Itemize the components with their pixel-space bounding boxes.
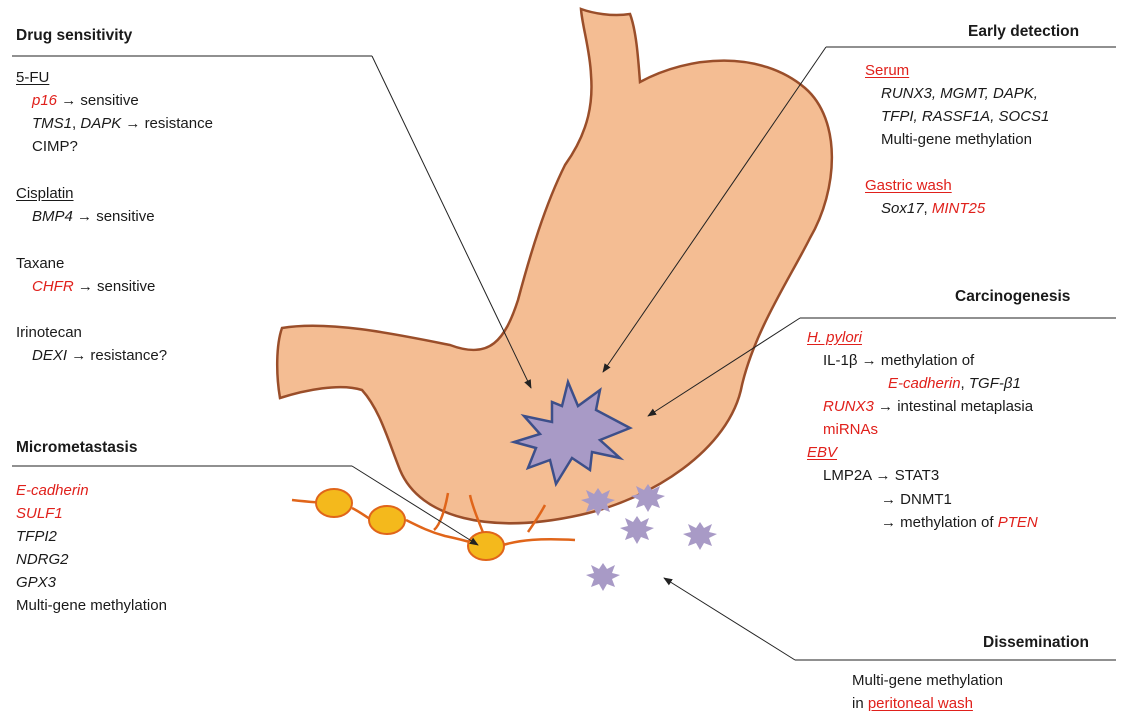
arrow-symbol: → xyxy=(125,115,141,132)
micro-gene-ndrg2: NDRG2 xyxy=(16,551,69,568)
gene-mint25: MINT25 xyxy=(931,200,986,217)
drug-cisplatin-label: Cisplatin xyxy=(16,185,74,202)
serum-multi-gene: Multi-gene methylation xyxy=(881,131,1032,148)
arrow-symbol: → xyxy=(881,491,896,508)
runx3-line: RUNX3 → intestinal metaplasia xyxy=(823,398,1034,415)
effect: sensitive xyxy=(96,208,155,225)
arrow-drug-sensitivity xyxy=(371,55,532,389)
arrow-symbol: → xyxy=(61,92,77,109)
il1b-targets: E-cadherin, TGF-β1 xyxy=(888,375,1021,392)
pten-line: → methylation of PTEN xyxy=(881,514,1038,531)
dissemination-title: Dissemination xyxy=(983,634,1089,651)
tumor-shape xyxy=(509,378,633,488)
lmp2a-line: LMP2A → STAT3 xyxy=(823,467,940,484)
hpylori-label: H. pylori xyxy=(807,329,863,346)
dnmt1-line: → DNMT1 xyxy=(881,491,952,508)
arrow-symbol: → xyxy=(77,278,93,295)
micro-gene-tfpi2: TFPI2 xyxy=(16,528,57,545)
stomach-shape xyxy=(275,7,834,525)
drug-5fu-p16-line: p16 → sensitive xyxy=(32,92,139,110)
arrow-symbol: → xyxy=(881,514,896,531)
drug-5fu-cimp: CIMP? xyxy=(32,138,78,155)
mirnas: miRNAs xyxy=(823,421,878,438)
drug-cisplatin-line: BMP4 → sensitive xyxy=(32,208,155,226)
early-detection-title: Early detection xyxy=(968,23,1080,40)
il1b-line: IL-1β → methylation of xyxy=(823,352,975,369)
micro-multi-gene: Multi-gene methylation xyxy=(16,597,167,614)
lymph-node xyxy=(368,505,406,535)
drug-taxane-line: CHFR → sensitive xyxy=(32,278,155,296)
arrow-carcinogenesis xyxy=(647,317,801,417)
il1b: IL-1β xyxy=(823,352,858,369)
arrow-symbol: → xyxy=(71,347,87,364)
drug-irinotecan-line: DEXI → resistance? xyxy=(32,347,167,365)
micro-gene-gpx3: GPX3 xyxy=(16,574,57,591)
arrow-symbol: → xyxy=(875,467,891,484)
effect: resistance xyxy=(144,115,213,132)
effect: sensitive xyxy=(97,278,156,295)
gene-e-cadherin: E-cadherin xyxy=(888,375,961,392)
arrow-early-detection xyxy=(602,46,827,373)
drug-irinotecan-label: Irinotecan xyxy=(16,324,82,341)
lymph-node xyxy=(467,531,505,561)
serum-label: Serum xyxy=(865,62,910,79)
arrow-micrometastasis xyxy=(351,465,479,546)
micrometastasis-title: Micrometastasis xyxy=(16,439,138,456)
gene-dapk: DAPK xyxy=(80,115,122,132)
dissemination-line1: Multi-gene methylation xyxy=(852,672,1003,689)
ebv-label: EBV xyxy=(807,444,838,461)
arrow-symbol: → xyxy=(77,208,93,225)
gene-pten: PTEN xyxy=(997,514,1038,531)
carcinogenesis-title: Carcinogenesis xyxy=(955,288,1071,305)
peritoneal-wash: peritoneal wash xyxy=(867,695,973,712)
arrow-symbol: → xyxy=(878,398,894,415)
disseminated-cells xyxy=(581,484,717,591)
arrows xyxy=(351,46,827,661)
gene-runx3: RUNX3 xyxy=(823,398,874,415)
serum-genes-line1: RUNX3, MGMT, DAPK, xyxy=(881,85,1038,102)
drug-sensitivity-title: Drug sensitivity xyxy=(16,27,133,44)
micro-gene-ecadherin: E-cadherin xyxy=(16,482,89,499)
effect: sensitive xyxy=(80,92,139,109)
gene-dexi: DEXI xyxy=(32,347,68,364)
gastric-wash-genes: Sox17, MINT25 xyxy=(881,200,986,217)
drug-5fu-tms1-line: TMS1, DAPK → resistance xyxy=(32,115,213,132)
gene-p16: p16 xyxy=(32,92,58,109)
drug-5fu-label: 5-FU xyxy=(16,69,50,86)
gene-bmp4: BMP4 xyxy=(32,208,73,225)
gene-tms1: TMS1 xyxy=(32,115,73,132)
gene-sox17: Sox17 xyxy=(881,200,924,217)
micro-gene-sulf1: SULF1 xyxy=(16,505,63,522)
gastric-wash-label: Gastric wash xyxy=(865,177,952,194)
lymph-node xyxy=(315,488,353,518)
dissemination-line2: in peritoneal wash xyxy=(852,695,973,712)
gene-chfr: CHFR xyxy=(32,278,74,295)
arrow-dissemination xyxy=(663,577,796,661)
gene-tgfb1: TGF-β1 xyxy=(968,375,1021,392)
effect: resistance? xyxy=(90,347,168,364)
leader-lines xyxy=(12,46,1116,661)
arrow-symbol: → xyxy=(861,352,877,369)
serum-genes-line2: TFPI, RASSF1A, SOCS1 xyxy=(881,108,1050,125)
drug-taxane-label: Taxane xyxy=(16,255,65,272)
